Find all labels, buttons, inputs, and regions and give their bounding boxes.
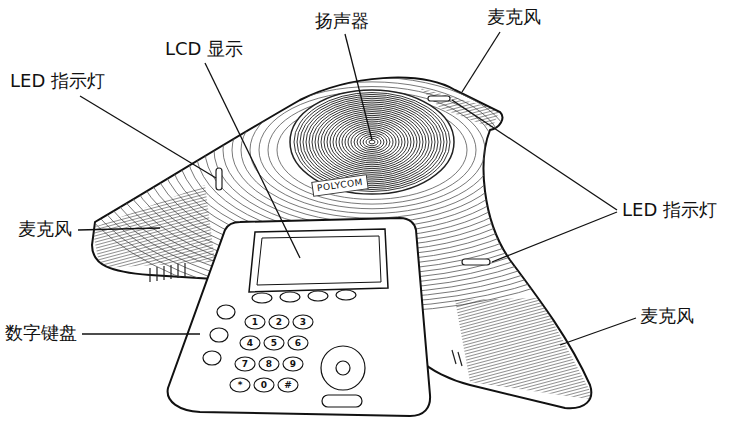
keypad-shelf xyxy=(168,218,430,416)
key-digit: 2 xyxy=(276,317,282,327)
speaker-grille xyxy=(294,93,450,192)
key-digit: 4 xyxy=(247,338,253,348)
key-digit: 5 xyxy=(271,338,277,348)
part-label: 麦克风 xyxy=(18,218,72,240)
key-digit: # xyxy=(284,380,292,390)
part-label: LED 指示灯 xyxy=(10,70,105,92)
part-label: 扬声器 xyxy=(315,10,369,32)
key-digit: * xyxy=(238,380,243,390)
key-digit: 6 xyxy=(295,338,301,348)
key-digit: 7 xyxy=(242,359,248,369)
part-label: 数字键盘 xyxy=(5,322,77,344)
part-label: LCD 显示 xyxy=(165,38,243,60)
leader-lines xyxy=(78,32,636,345)
led xyxy=(462,259,490,265)
digit-keys xyxy=(230,315,313,392)
key-digit: 0 xyxy=(261,380,267,390)
key-digit: 9 xyxy=(290,359,296,369)
soft-keys xyxy=(203,290,365,407)
speaker xyxy=(290,90,454,194)
key-digit: 3 xyxy=(300,317,306,327)
key-digit: 8 xyxy=(266,359,272,369)
mic-grilles xyxy=(92,88,595,400)
lcd-frame xyxy=(249,229,388,292)
key-digit: 1 xyxy=(252,317,258,327)
part-label: LED 指示灯 xyxy=(622,199,717,221)
part-label: 麦克风 xyxy=(487,6,541,28)
led xyxy=(216,168,222,190)
dome-contours xyxy=(61,0,683,312)
lcd-screen xyxy=(257,236,381,285)
led xyxy=(428,96,450,101)
part-label: 麦克风 xyxy=(640,305,694,327)
